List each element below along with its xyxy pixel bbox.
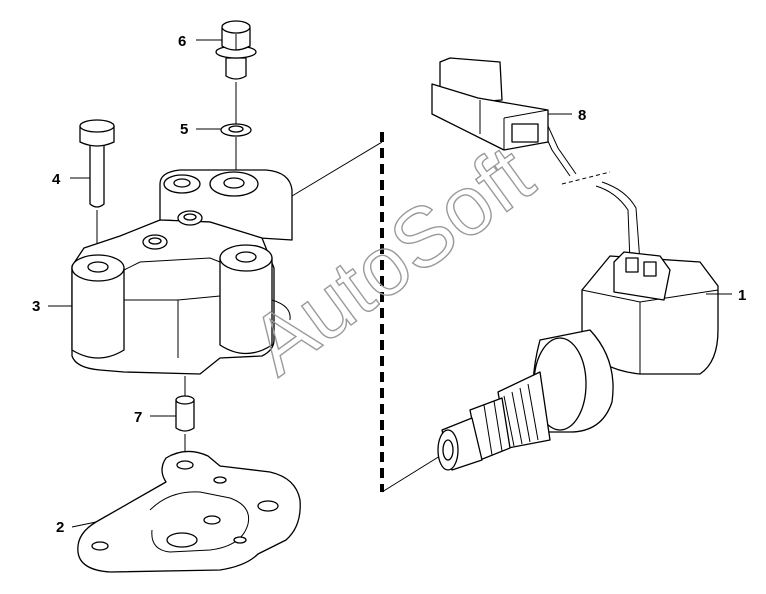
callout-4: 4 — [52, 171, 61, 188]
callout-6: 6 — [178, 33, 186, 50]
part-6-flange-bolt — [215, 20, 257, 128]
callout-7: 7 — [134, 409, 142, 426]
part-8-electrical-connector — [431, 57, 641, 263]
part-1-solenoid-valve — [437, 251, 719, 471]
part-5-washer — [220, 123, 252, 182]
part-3-valve-housing — [71, 141, 383, 375]
part-2-gasket-plate — [77, 450, 301, 573]
mounting-plane-dashed — [380, 132, 441, 493]
callout-5: 5 — [180, 121, 188, 138]
callout-1: 1 — [738, 287, 746, 304]
callout-labels: 6 5 4 3 7 2 8 1 — [32, 33, 746, 536]
part-7-dowel-pin — [175, 376, 195, 462]
watermark-text: AutoSoft — [233, 127, 549, 392]
callout-8: 8 — [578, 107, 586, 124]
callout-2: 2 — [56, 519, 64, 536]
part-4-long-bolt — [79, 119, 115, 262]
leader-lines — [48, 39, 732, 528]
callout-3: 3 — [32, 298, 40, 315]
